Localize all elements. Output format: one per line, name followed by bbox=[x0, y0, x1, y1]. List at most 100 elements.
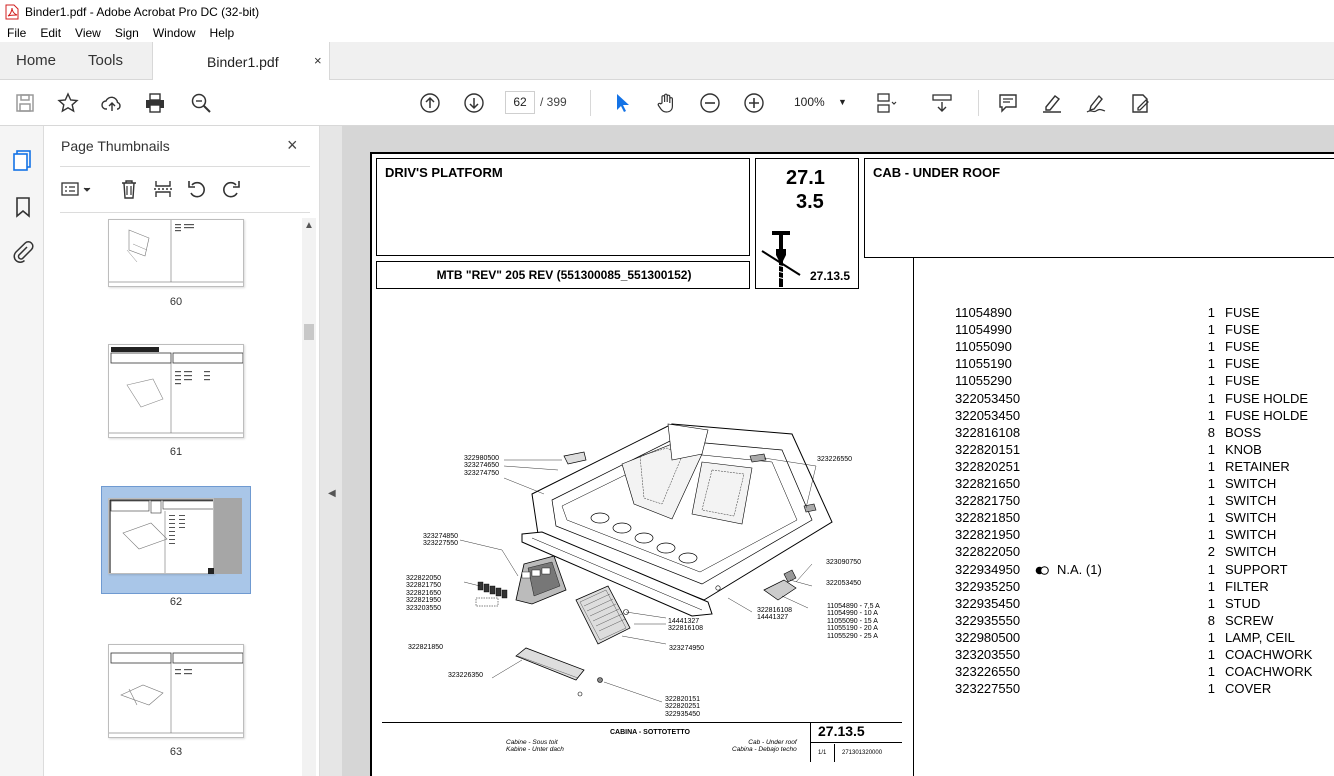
panel-title: Page Thumbnails bbox=[61, 138, 170, 154]
thumbnail-page[interactable] bbox=[108, 344, 244, 438]
menu-edit[interactable]: Edit bbox=[40, 26, 62, 40]
part-number: 11055290 bbox=[955, 373, 1012, 389]
panel-collapse-handle[interactable]: ◀ bbox=[320, 126, 342, 776]
save-icon[interactable] bbox=[13, 91, 37, 115]
zoom-value: 100% bbox=[794, 95, 825, 109]
callout-label: 323090750 bbox=[826, 559, 862, 566]
footer-divider bbox=[810, 742, 902, 743]
part-number: 322053450 bbox=[955, 390, 1021, 406]
menu-sign[interactable]: Sign bbox=[114, 26, 139, 40]
highlight-pen-icon[interactable] bbox=[1040, 91, 1064, 115]
tab-tools[interactable]: Tools bbox=[88, 52, 124, 69]
left-rail bbox=[0, 126, 44, 776]
footer-rule bbox=[382, 722, 902, 723]
comment-icon[interactable] bbox=[996, 91, 1020, 115]
zoom-out-icon[interactable] bbox=[698, 91, 722, 115]
footer-divider bbox=[834, 744, 835, 762]
part-number: 322820251 bbox=[955, 458, 1021, 474]
insert-page-icon[interactable] bbox=[152, 178, 174, 200]
footer-center-title: CABINA - SOTTOTETTO bbox=[610, 729, 690, 736]
panel-close-icon[interactable]: × bbox=[287, 135, 298, 155]
right-title: CAB - UNDER ROOF bbox=[873, 165, 1001, 180]
part-number: 322821950 bbox=[955, 527, 1021, 543]
left-title: DRIV'S PLATFORM bbox=[385, 165, 503, 180]
star-icon[interactable] bbox=[56, 91, 80, 115]
footer-section-number: 27.13.5 bbox=[818, 723, 865, 739]
part-number: 322816108 bbox=[955, 424, 1021, 440]
thumbnail-scrollbar[interactable]: ▲ bbox=[302, 218, 316, 776]
zoom-select[interactable]: 100% ▼ bbox=[786, 91, 856, 114]
section-number-line2: 3.5 bbox=[796, 191, 824, 213]
part-number: 322935550 bbox=[955, 612, 1021, 628]
hand-tool-icon[interactable] bbox=[654, 91, 678, 115]
tab-home[interactable]: Home bbox=[16, 52, 57, 69]
print-icon[interactable] bbox=[143, 91, 167, 115]
not-available-icon bbox=[1035, 565, 1049, 575]
tab-close-icon[interactable]: × bbox=[314, 53, 322, 68]
next-page-icon[interactable] bbox=[462, 91, 486, 115]
tab-document[interactable]: Binder1.pdf × bbox=[152, 42, 330, 81]
thumbnail-page-current[interactable] bbox=[108, 498, 214, 574]
find-zoom-icon[interactable] bbox=[189, 91, 213, 115]
cloud-upload-icon[interactable] bbox=[100, 91, 124, 115]
part-quantity: 1 bbox=[1207, 561, 1215, 577]
part-number: 322821850 bbox=[955, 510, 1021, 526]
document-viewport[interactable]: DRIV'S PLATFORM MTB "REV" 205 REV (55130… bbox=[342, 126, 1334, 776]
callout-label: 323274950 bbox=[669, 645, 705, 652]
toolbar-divider bbox=[978, 90, 979, 116]
bookmark-icon[interactable] bbox=[11, 195, 35, 219]
previous-page-icon[interactable] bbox=[418, 91, 442, 115]
zoom-in-icon[interactable] bbox=[742, 91, 766, 115]
page-thumbnails-icon[interactable] bbox=[11, 148, 35, 172]
collapse-arrow-icon[interactable]: ◀ bbox=[328, 488, 336, 499]
part-quantity: 1 bbox=[1207, 578, 1215, 594]
part-quantity: 8 bbox=[1207, 424, 1215, 440]
part-quantity: 1 bbox=[1207, 339, 1215, 355]
callout-label: 322053450 bbox=[826, 580, 862, 587]
page-total: / 399 bbox=[540, 95, 567, 109]
menu-window[interactable]: Window bbox=[152, 26, 196, 40]
part-description: SWITCH bbox=[1225, 527, 1277, 543]
scroll-up-icon[interactable]: ▲ bbox=[304, 220, 314, 231]
part-description: KNOB bbox=[1225, 441, 1262, 457]
footer-left-lines: Cabine - Sous toit Kabine - Unter dach bbox=[506, 739, 564, 753]
thumbnail-options-icon[interactable] bbox=[60, 178, 91, 200]
thumbnail-page[interactable] bbox=[108, 219, 244, 287]
scroll-mode-icon[interactable] bbox=[930, 91, 954, 115]
panel-divider bbox=[60, 212, 310, 213]
select-cursor-icon[interactable] bbox=[610, 91, 634, 115]
part-quantity: 8 bbox=[1207, 612, 1215, 628]
thumbnail-resize-handle[interactable] bbox=[208, 568, 214, 574]
page-number-input[interactable]: 62 bbox=[505, 91, 535, 114]
thumbnail-page[interactable] bbox=[108, 644, 244, 738]
scrollbar-thumb[interactable] bbox=[304, 324, 314, 340]
draw-sign-icon[interactable] bbox=[1084, 91, 1108, 115]
part-quantity: 1 bbox=[1207, 441, 1215, 457]
panel-divider bbox=[60, 166, 310, 167]
attachment-icon[interactable] bbox=[11, 240, 35, 264]
menu-view[interactable]: View bbox=[75, 26, 101, 40]
rotate-clockwise-icon[interactable] bbox=[220, 178, 242, 200]
fill-sign-icon[interactable] bbox=[1128, 91, 1152, 115]
part-description: SUPPORT bbox=[1225, 561, 1288, 577]
menu-help[interactable]: Help bbox=[209, 26, 235, 40]
pdf-page: DRIV'S PLATFORM MTB "REV" 205 REV (55130… bbox=[370, 152, 1334, 776]
acrobat-pdf-icon bbox=[5, 4, 19, 20]
part-note: N.A. (1) bbox=[1035, 562, 1102, 577]
menu-file[interactable]: File bbox=[7, 26, 27, 40]
page-fit-icon[interactable] bbox=[874, 91, 898, 115]
panel-toolbar bbox=[60, 176, 310, 204]
delete-page-icon[interactable] bbox=[118, 178, 140, 200]
part-number: 323203550 bbox=[955, 647, 1021, 662]
rotate-counterclockwise-icon[interactable] bbox=[186, 178, 208, 200]
callout-label: 323226350 bbox=[448, 672, 484, 679]
header-right-box: CAB - UNDER ROOF bbox=[864, 158, 1334, 258]
